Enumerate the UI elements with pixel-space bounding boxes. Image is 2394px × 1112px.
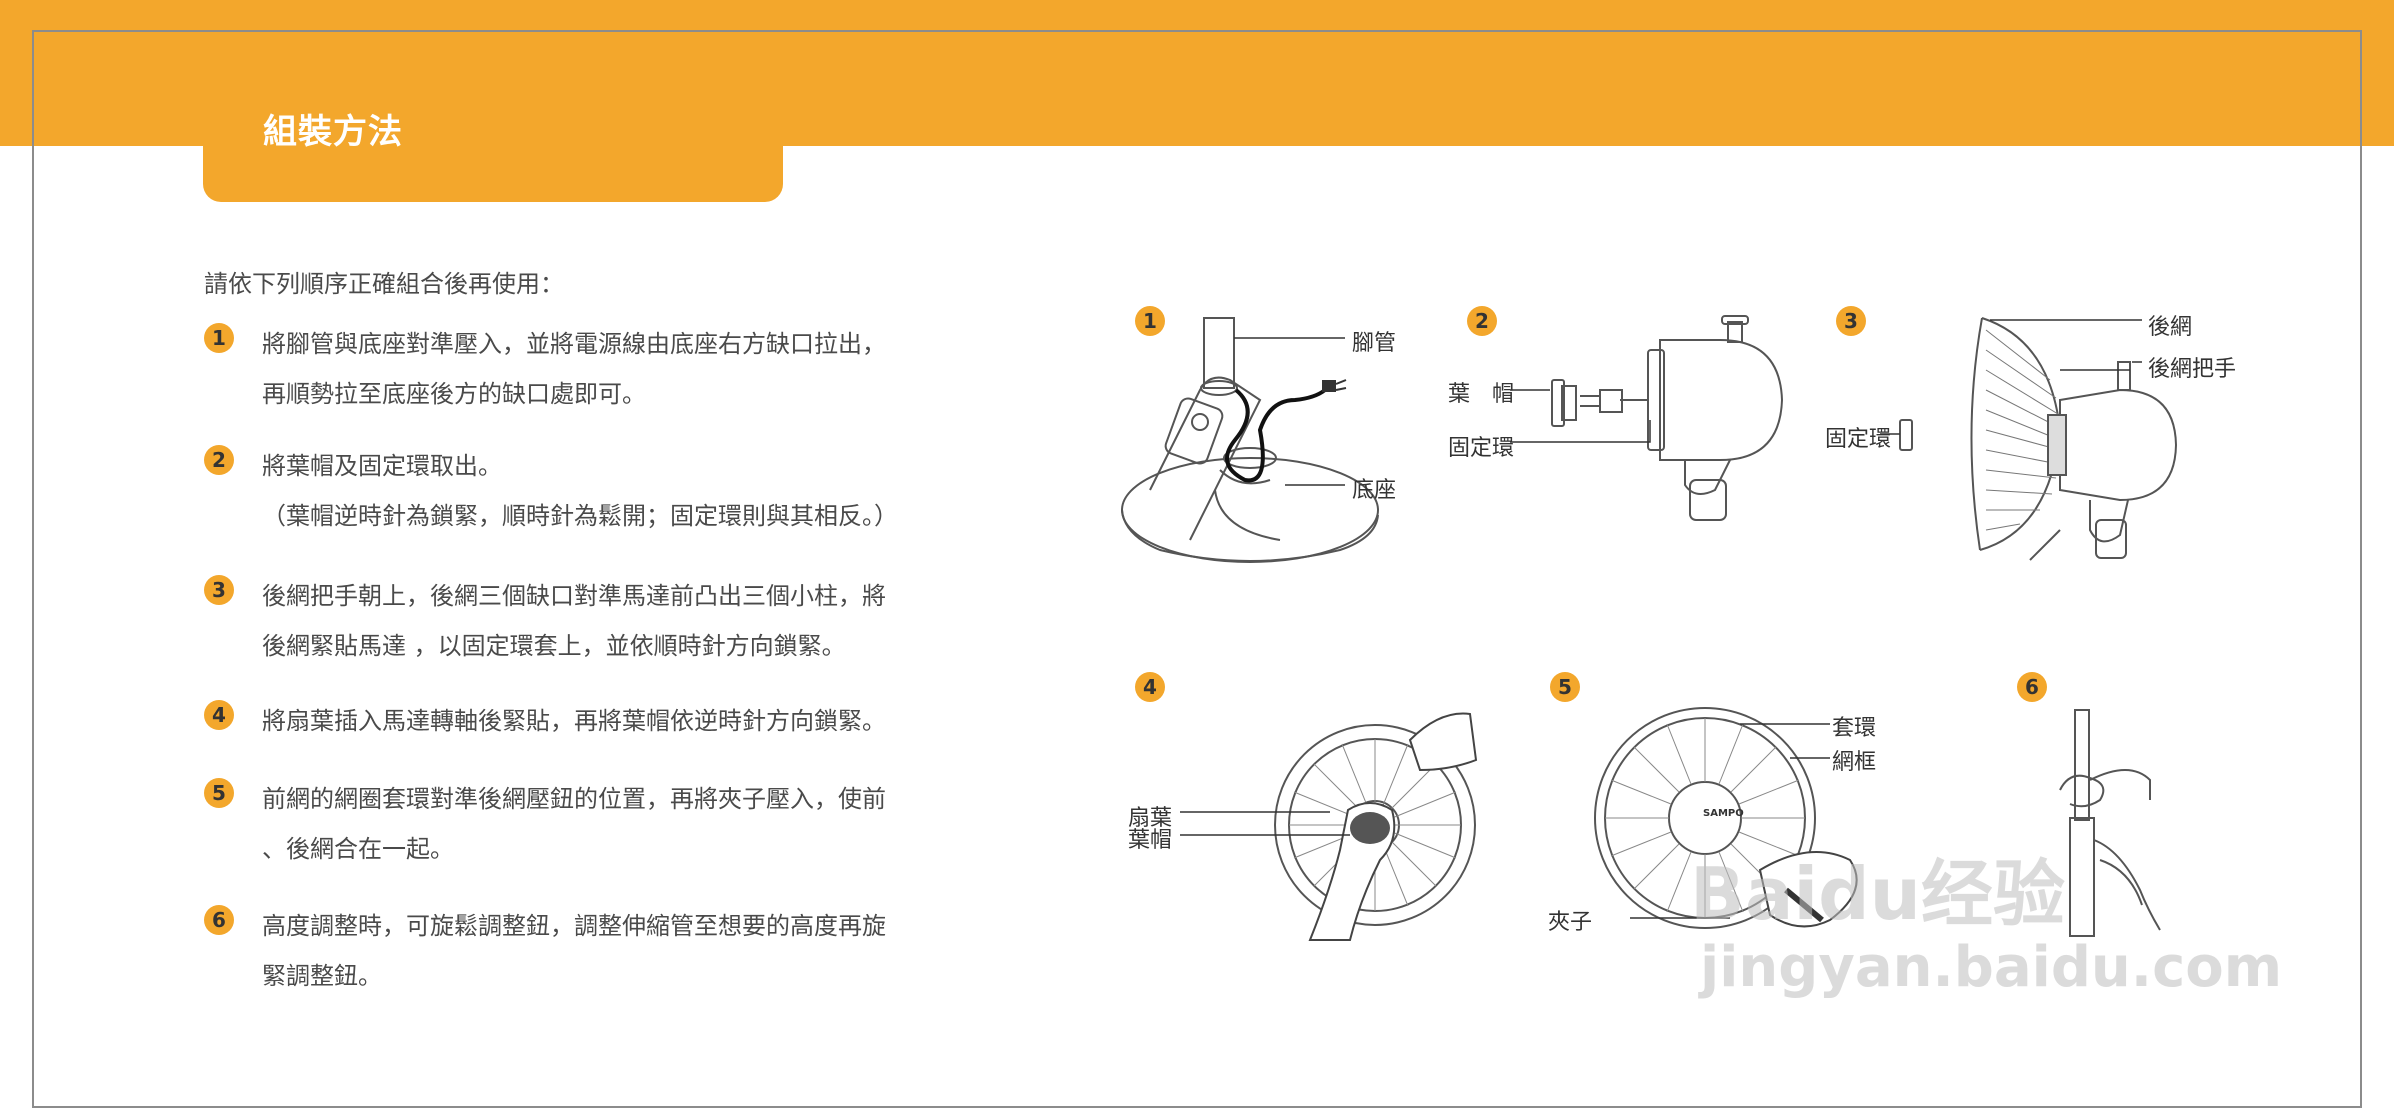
frame-top-line: [32, 30, 2362, 32]
watermark-url: jingyan.baidu.com: [1700, 935, 2283, 1000]
figure-2-motor-illustration: [1510, 315, 1784, 521]
figure-number: 5: [1550, 672, 1580, 702]
step-text-line: 將扇葉插入馬達轉軸後緊貼，再將葉帽依逆時針方向鎖緊。: [262, 707, 886, 735]
header-band: [0, 0, 2394, 146]
step-text-line: （葉帽逆時針為鎖緊，順時針為鬆開；固定環則與其相反。）: [262, 502, 898, 530]
figure-number: 6: [2017, 672, 2047, 702]
label-fixing-ring: 固定環: [1825, 427, 1892, 452]
step-text-line: 高度調整時，可旋鬆調整鈕，調整伸縮管至想要的高度再旋: [262, 912, 886, 940]
step-number: 2: [204, 445, 234, 475]
step-text-line: 緊調整鈕。: [262, 962, 382, 990]
step-text-line: 將葉帽及固定環取出。: [262, 452, 502, 480]
label-blade-cap: 葉帽: [1128, 828, 1173, 853]
label-frame: 網框: [1832, 750, 1877, 775]
step-number: 6: [204, 905, 234, 935]
watermark-logo: Baidu经验: [1690, 852, 2065, 936]
page-frame: [32, 32, 2362, 1108]
figure-number: 2: [1467, 306, 1497, 336]
label-loop: 套環: [1832, 716, 1877, 741]
figure-3-rear-guard-illustration: [1880, 317, 2178, 561]
step-text-line: 將腳管與底座對準壓入，並將電源線由底座右方缺口拉出，: [262, 330, 886, 358]
label-blade: 扇葉: [1128, 806, 1173, 831]
step-number: 5: [204, 778, 234, 808]
label-rear-guard: 後網: [2148, 315, 2193, 340]
label-clip: 夾子: [1548, 910, 1593, 935]
figure-5-front-guard-illustration: [1594, 707, 1858, 929]
figure-1-base-illustration: [1121, 317, 1379, 563]
label-pipe: 腳管: [1352, 331, 1397, 356]
intro-text: 請依下列順序正確組合後再使用：: [204, 270, 564, 298]
step-text-line: 後網緊貼馬達 ，以固定環套上，並依順時針方向鎖緊。: [262, 632, 846, 660]
step-text-line: 再順勢拉至底座後方的缺口處即可。: [262, 380, 646, 408]
page-title: 組裝方法: [263, 112, 403, 152]
figure-number: 4: [1135, 672, 1165, 702]
label-ring: 固定環: [1448, 436, 1515, 461]
step-text-line: 、後網合在一起。: [262, 835, 454, 863]
figure-number: 3: [1836, 306, 1866, 336]
step-number: 1: [204, 323, 234, 353]
step-number: 4: [204, 700, 234, 730]
step-number: 3: [204, 575, 234, 605]
figure-number: 1: [1135, 306, 1165, 336]
step-text-line: 後網把手朝上，後網三個缺口對準馬達前凸出三個小柱，將: [262, 582, 886, 610]
brand-logo-text: SAMPO: [1703, 808, 1744, 819]
label-handle: 後網把手: [2148, 357, 2237, 382]
figure-4-blade-illustration: [1180, 712, 1478, 941]
label-base: 底座: [1352, 478, 1397, 503]
figure-6-height-adjust-illustration: [2059, 709, 2161, 937]
title-tab: [203, 130, 783, 202]
step-text-line: 前網的網圈套環對準後網壓鈕的位置，再將夾子壓入，使前: [262, 785, 886, 813]
label-cap: 葉 帽: [1448, 382, 1515, 407]
